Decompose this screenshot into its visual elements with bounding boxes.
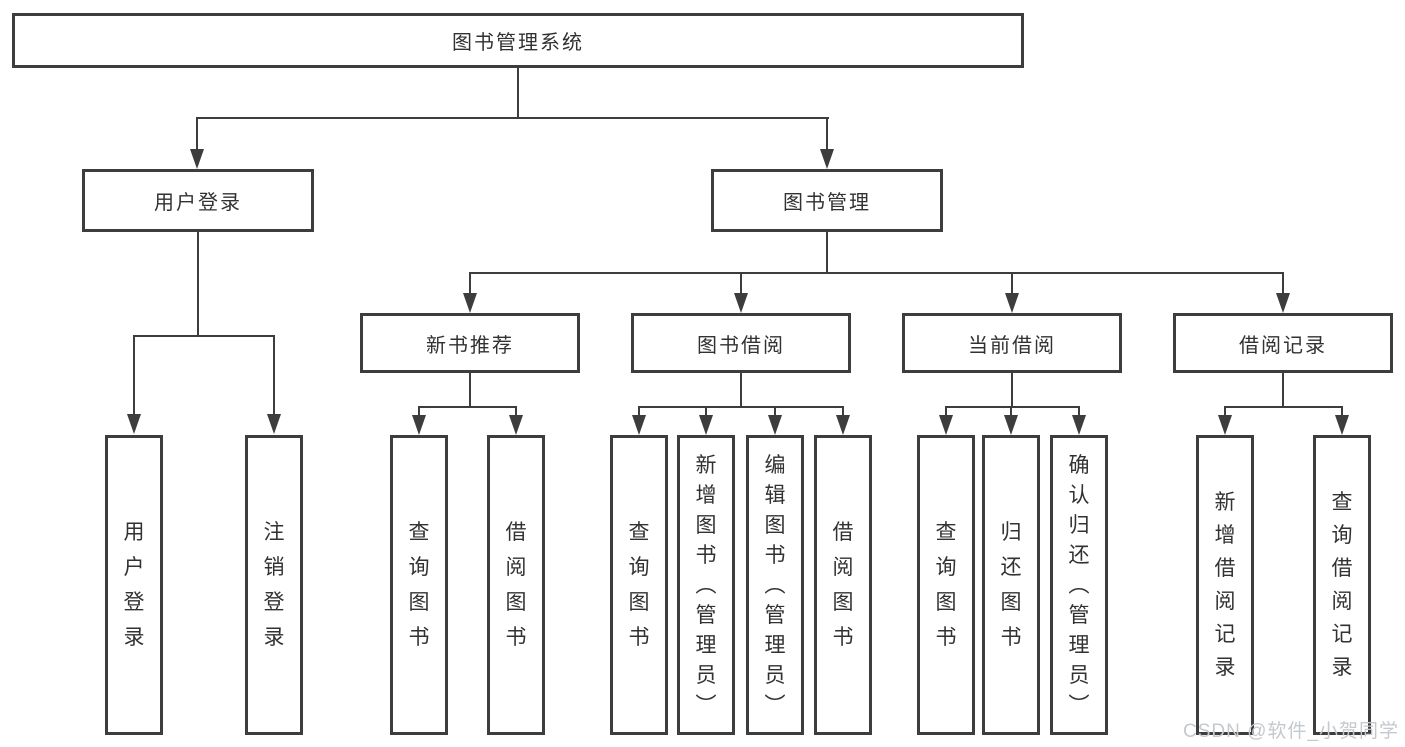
node-new-book-recommend: 新书推荐 xyxy=(360,313,580,373)
connector-line xyxy=(419,406,517,408)
connector-line xyxy=(945,406,947,416)
connector-arrowhead xyxy=(1004,415,1018,435)
node-label: 归还图书 xyxy=(1000,521,1022,649)
node-label: 注销登录 xyxy=(263,521,285,649)
node-label: 编辑图书︵管理员︶ xyxy=(764,453,786,717)
node-label: 借阅图书 xyxy=(832,521,854,649)
node-book-management: 图书管理 xyxy=(711,169,943,232)
connector-line xyxy=(705,406,707,416)
connector-line xyxy=(517,68,519,118)
node-label: 查询图书 xyxy=(935,521,957,649)
connector-line xyxy=(1011,373,1013,407)
connector-line xyxy=(273,335,275,414)
connector-line xyxy=(740,373,742,407)
connector-line xyxy=(469,272,471,294)
node-label: 借阅记录 xyxy=(1239,334,1327,357)
node-label: 借阅图书 xyxy=(505,521,527,649)
connector-arrowhead xyxy=(1218,415,1232,435)
connector-line xyxy=(1282,272,1284,294)
node-label: 用户登录 xyxy=(154,192,242,214)
node-label: 当前借阅 xyxy=(968,334,1056,357)
connector-line xyxy=(774,406,776,416)
leaf-borrow-books-recommend: 借阅图书 xyxy=(487,435,545,735)
connector-line xyxy=(1225,406,1342,408)
connector-arrowhead xyxy=(1072,415,1086,435)
connector-line xyxy=(842,406,844,416)
leaf-return-books: 归还图书 xyxy=(982,435,1040,735)
leaf-query-borrow-record: 查询借阅记录 xyxy=(1313,435,1371,735)
connector-line xyxy=(515,406,517,416)
connector-arrowhead xyxy=(1276,293,1290,313)
leaf-borrow-books: 借阅图书 xyxy=(814,435,872,735)
connector-arrowhead xyxy=(820,149,834,169)
connector-line xyxy=(197,231,199,336)
node-label: 查询借阅记录 xyxy=(1331,491,1353,679)
connector-line xyxy=(470,272,1283,274)
connector-arrowhead xyxy=(463,293,477,313)
node-label: 新书推荐 xyxy=(426,334,514,357)
connector-line xyxy=(1011,272,1013,294)
connector-line xyxy=(1224,406,1226,416)
node-label: 图书管理系统 xyxy=(452,32,584,54)
connector-arrowhead xyxy=(190,149,204,169)
connector-line xyxy=(826,117,828,150)
connector-line xyxy=(639,406,843,408)
node-label: 用户登录 xyxy=(123,521,145,649)
leaf-edit-books-admin: 编辑图书︵管理员︶ xyxy=(746,435,804,735)
node-borrowing-records: 借阅记录 xyxy=(1173,313,1393,373)
leaf-logout: 注销登录 xyxy=(245,435,303,735)
connector-arrowhead xyxy=(939,415,953,435)
connector-arrowhead xyxy=(699,415,713,435)
node-label: 图书管理 xyxy=(783,192,871,214)
node-label: 新增图书︵管理员︶ xyxy=(695,453,717,717)
node-label: 查询图书 xyxy=(408,521,430,649)
node-library-system: 图书管理系统 xyxy=(12,13,1024,68)
leaf-query-books-current: 查询图书 xyxy=(917,435,975,735)
connector-arrowhead xyxy=(127,414,141,434)
node-current-borrowing: 当前借阅 xyxy=(902,313,1122,373)
leaf-query-books-recommend: 查询图书 xyxy=(390,435,448,735)
connector-line xyxy=(133,335,135,414)
connector-line xyxy=(826,231,828,273)
connector-arrowhead xyxy=(1335,415,1349,435)
connector-line xyxy=(197,117,829,119)
connector-arrowhead xyxy=(632,415,646,435)
leaf-add-borrow-record: 新增借阅记录 xyxy=(1196,435,1254,735)
connector-line xyxy=(134,335,274,337)
node-label: 确认归还︵管理员︶ xyxy=(1068,453,1090,717)
watermark: CSDN @软件_小贺同学 xyxy=(1183,721,1399,742)
node-user-login: 用户登录 xyxy=(82,169,314,232)
connector-arrowhead xyxy=(836,415,850,435)
leaf-query-books-borrowing: 查询图书 xyxy=(610,435,668,735)
connector-line xyxy=(1341,406,1343,416)
leaf-add-books-admin: 新增图书︵管理员︶ xyxy=(677,435,735,735)
connector-line xyxy=(418,406,420,416)
node-book-borrowing: 图书借阅 xyxy=(631,313,851,373)
connector-line xyxy=(638,406,640,416)
node-label: 查询图书 xyxy=(628,521,650,649)
connector-arrowhead xyxy=(412,415,426,435)
node-label: 新增借阅记录 xyxy=(1214,491,1236,679)
connector-line xyxy=(946,406,1079,408)
connector-line xyxy=(469,373,471,407)
connector-arrowhead xyxy=(509,415,523,435)
connector-arrowhead xyxy=(1005,293,1019,313)
connector-line xyxy=(1282,373,1284,407)
connector-line xyxy=(740,272,742,294)
connector-line xyxy=(196,117,198,150)
connector-arrowhead xyxy=(734,293,748,313)
connector-arrowhead xyxy=(267,414,281,434)
connector-line xyxy=(1010,406,1012,416)
leaf-confirm-return-admin: 确认归还︵管理员︶ xyxy=(1050,435,1108,735)
connector-line xyxy=(1078,406,1080,416)
leaf-user-login: 用户登录 xyxy=(105,435,163,735)
node-label: 图书借阅 xyxy=(697,334,785,357)
connector-arrowhead xyxy=(768,415,782,435)
